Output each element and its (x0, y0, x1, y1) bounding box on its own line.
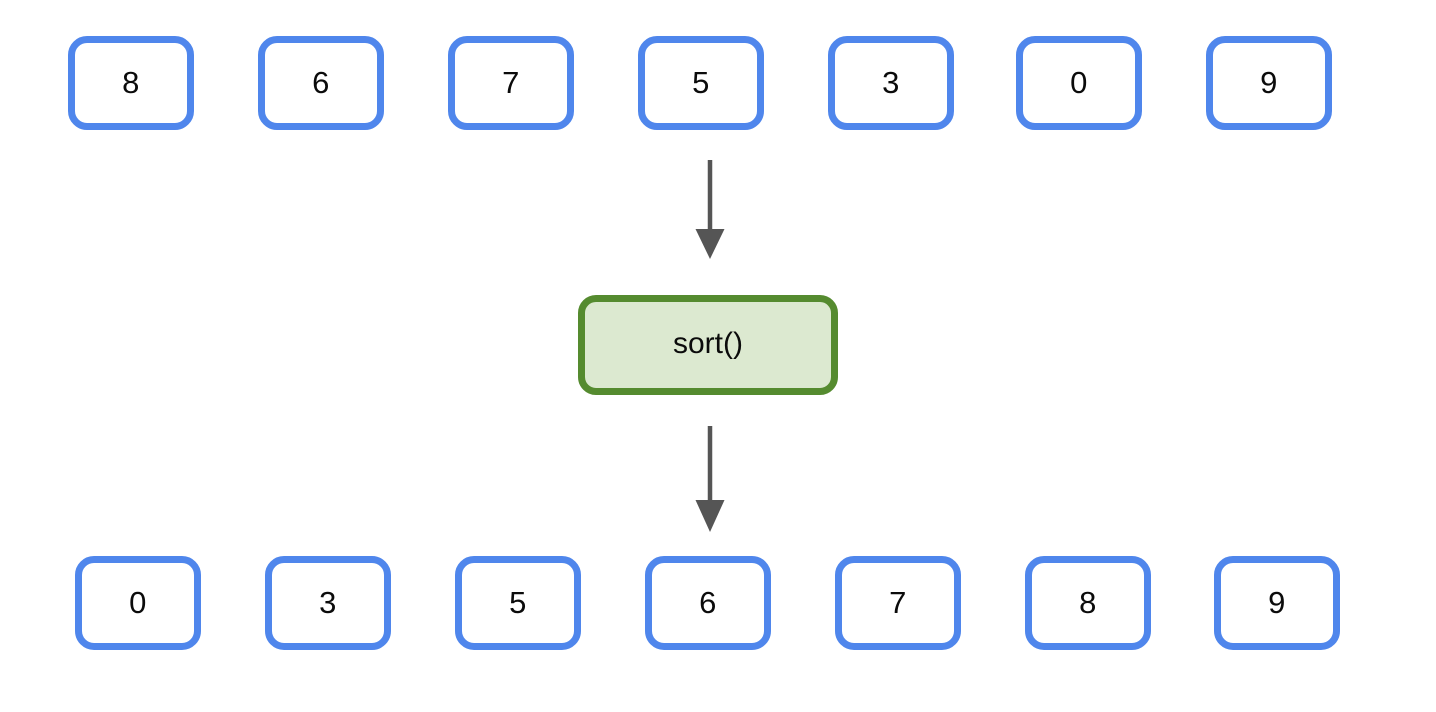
output-cell-value: 0 (129, 584, 147, 620)
input-cell-6[interactable]: 9 (1206, 36, 1332, 130)
input-cell-2[interactable]: 7 (448, 36, 574, 130)
input-cell-value: 6 (312, 64, 330, 100)
input-cell-4[interactable]: 3 (828, 36, 954, 130)
input-cell-value: 3 (882, 64, 900, 100)
input-cell-value: 5 (692, 64, 710, 100)
input-cell-1[interactable]: 6 (258, 36, 384, 130)
input-cell-value: 7 (502, 64, 520, 100)
output-cell-value: 6 (699, 584, 717, 620)
input-cell-3[interactable]: 5 (638, 36, 764, 130)
output-cell-value: 7 (889, 584, 907, 620)
sort-process-node[interactable]: sort() (578, 295, 838, 395)
output-cell-4[interactable]: 7 (835, 556, 961, 650)
input-cell-5[interactable]: 0 (1016, 36, 1142, 130)
arrow-down-icon-input-to-sort (695, 160, 725, 259)
output-cell-6[interactable]: 9 (1214, 556, 1340, 650)
output-cell-1[interactable]: 3 (265, 556, 391, 650)
output-cell-value: 3 (319, 584, 337, 620)
input-cell-0[interactable]: 8 (68, 36, 194, 130)
input-cell-value: 8 (122, 64, 140, 100)
output-cell-value: 5 (509, 584, 527, 620)
output-cell-3[interactable]: 6 (645, 556, 771, 650)
output-cell-2[interactable]: 5 (455, 556, 581, 650)
input-cell-value: 9 (1260, 64, 1278, 100)
output-cell-5[interactable]: 8 (1025, 556, 1151, 650)
arrow-down-icon-sort-to-output (695, 426, 725, 532)
output-cell-value: 8 (1079, 584, 1097, 620)
input-cell-value: 0 (1070, 64, 1088, 100)
output-cell-0[interactable]: 0 (75, 556, 201, 650)
sort-process-label: sort() (673, 327, 743, 360)
output-cell-value: 9 (1268, 584, 1286, 620)
